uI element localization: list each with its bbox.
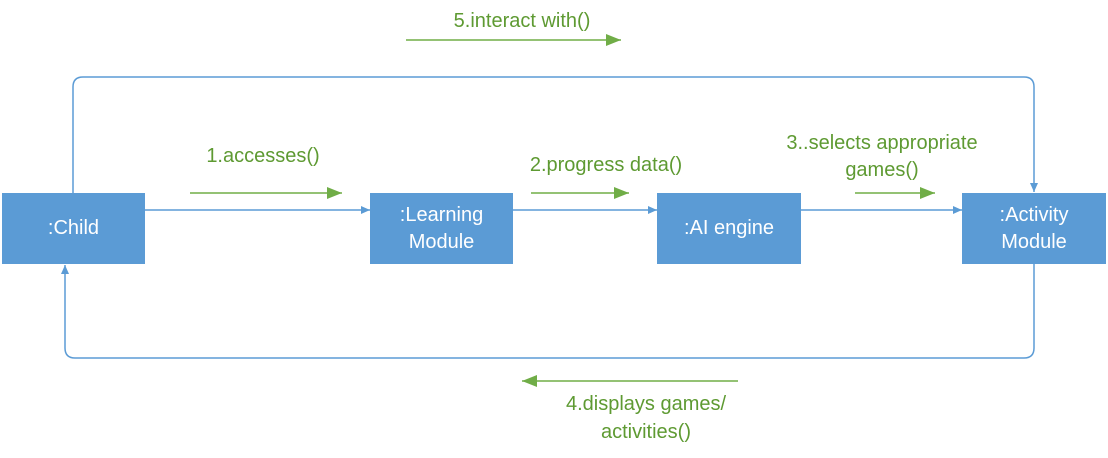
message-label-1: 1.accesses(): [206, 145, 320, 167]
link-activity-child-bottom: [61, 264, 1035, 359]
node-learning-module: :Learning Module: [370, 193, 513, 264]
message-label-2: 2.progress data(): [529, 154, 683, 176]
message-label-4b: activities(): [600, 421, 691, 443]
node-learning-module-label: :Learning Module: [399, 203, 484, 253]
node-activity-module: :Activity Module: [962, 193, 1106, 264]
message-label-3b: games(): [845, 159, 919, 181]
node-ai-engine-label: :AI engine: [683, 217, 775, 239]
node-activity-module-label: :Activity Module: [999, 203, 1069, 253]
node-ai-engine: :AI engine: [657, 193, 801, 264]
message-label-4a: 4.displays games/: [565, 393, 727, 415]
node-child: :Child: [2, 193, 145, 264]
message-label-5: 5.interact with(): [453, 10, 591, 32]
node-child-label: :Child: [47, 217, 100, 239]
link-child-activity-top: [72, 76, 1038, 193]
message-label-3a: 3..selects appropriate: [786, 132, 978, 154]
